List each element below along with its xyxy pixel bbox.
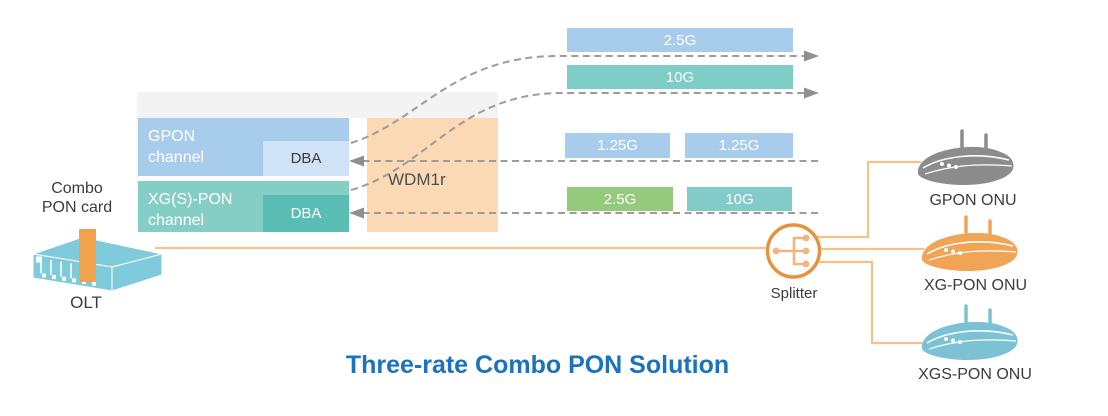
olt-device-icon (32, 229, 163, 292)
downstream-bar-10g: 10G (567, 65, 793, 89)
arrowhead-right-icon (804, 50, 819, 62)
gpon-dba-box: DBA (263, 141, 349, 176)
arrowhead-right-icon (804, 87, 819, 99)
splitter-icon (765, 223, 822, 279)
upstream-bar-10g: 10G (687, 187, 792, 211)
panel-gap (349, 118, 367, 232)
upstream-bar-1-25g-b: 1.25G (685, 133, 793, 158)
gpon-dba-label: DBA (290, 150, 322, 167)
channel-divider (138, 176, 349, 181)
splitter-label: Splitter (770, 285, 818, 302)
combo-pon-card-icon (79, 229, 96, 282)
wdm1r-box: WDM1r (367, 118, 498, 232)
xgspon-onu-label: XGS-PON ONU (918, 366, 1032, 383)
downstream-bar-2-5g: 2.5G (567, 28, 793, 52)
xgpon-onu-label: XG-PON ONU (923, 277, 1028, 294)
wdm1r-label: WDM1r (388, 170, 446, 189)
fiber-line-splitter-xgspon-onu (817, 260, 929, 345)
upstream-bar-1-25g-a: 1.25G (565, 133, 670, 158)
gpon-onu-label: GPON ONU (929, 192, 1017, 209)
olt-label: OLT (70, 293, 102, 312)
xgpon-onu-icon (920, 215, 1020, 273)
page-title: Three-rate Combo PON Solution (345, 351, 730, 379)
xgspon-dba-label: DBA (290, 205, 322, 222)
xgspon-dba-box: DBA (263, 195, 349, 232)
gpon-onu-icon (916, 129, 1016, 187)
upstream-bar-2-5g: 2.5G (567, 187, 673, 211)
